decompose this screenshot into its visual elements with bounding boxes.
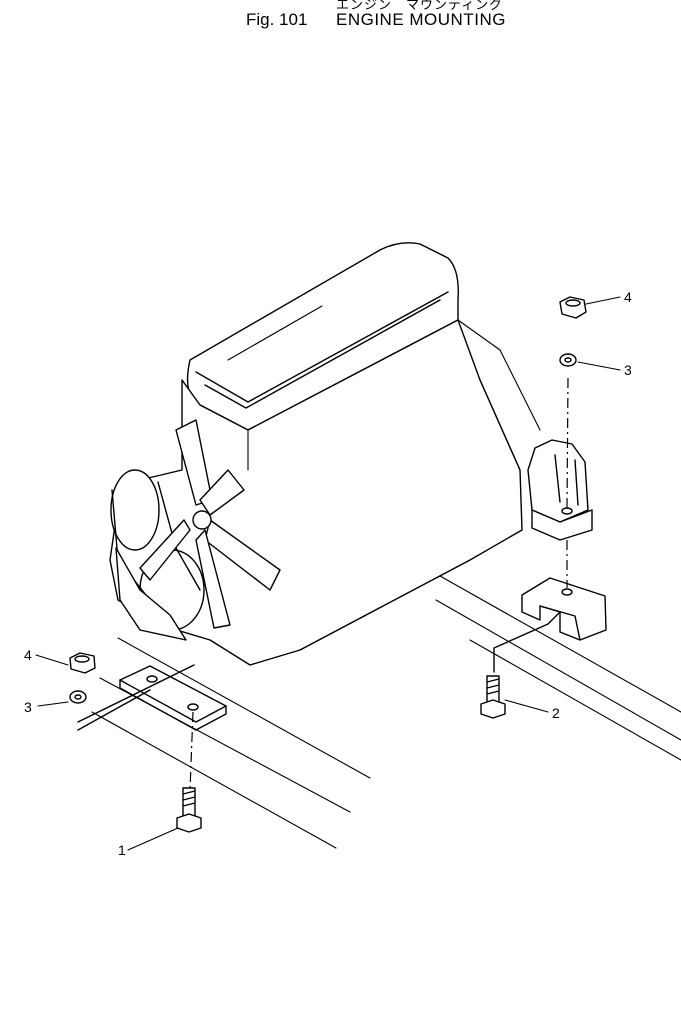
- engine-block: [109, 242, 593, 666]
- figure-header: エンジン マウンティング Fig. 101 ENGINE MOUNTING: [0, 0, 681, 40]
- part-bolt-right: [480, 675, 506, 719]
- callout-2: 2: [552, 705, 560, 721]
- callout-4-right: 4: [624, 289, 632, 305]
- part-nut-right: [559, 296, 587, 319]
- center-lines: [77, 377, 569, 791]
- part-washer-left: [69, 690, 87, 704]
- part-washer-right: [559, 353, 577, 367]
- callout-3-left: 3: [24, 699, 32, 715]
- part-nut-left: [69, 652, 96, 674]
- callout-3-right: 3: [624, 362, 632, 378]
- figure-number: Fig. 101: [246, 10, 308, 29]
- japanese-title: エンジン マウンティング: [336, 0, 504, 13]
- leader-lines: [35, 296, 621, 851]
- callout-1: 1: [118, 842, 126, 858]
- front-mount-plate: [119, 665, 227, 731]
- callout-4-left: 4: [24, 647, 32, 663]
- part-bolt-left: [176, 787, 202, 833]
- rear-mount-seat: [521, 577, 607, 641]
- figure-title: ENGINE MOUNTING: [336, 10, 506, 29]
